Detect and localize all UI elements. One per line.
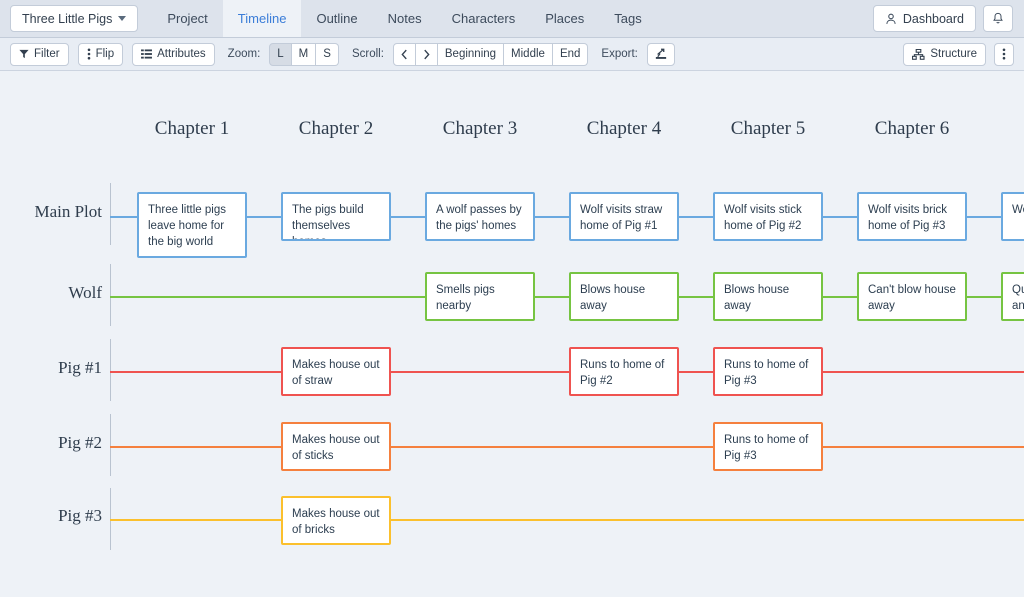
zoom-label: Zoom: xyxy=(227,48,261,60)
nav-item-places[interactable]: Places xyxy=(545,11,585,26)
timeline-card[interactable]: Blows house away xyxy=(713,272,823,321)
row-connector-line xyxy=(110,371,1024,373)
timeline-card[interactable]: Blows house away xyxy=(569,272,679,321)
timeline-card[interactable]: Makes house out of sticks xyxy=(281,422,391,471)
chapter-header[interactable]: Chapter 3 xyxy=(442,118,518,139)
timeline-card[interactable]: Wolf visits straw home of Pig #1 xyxy=(569,192,679,241)
timeline-card[interactable]: Runs to home of Pig #3 xyxy=(713,422,823,471)
attributes-label: Attributes xyxy=(157,48,206,60)
flip-label: Flip xyxy=(95,48,115,60)
zoom-option-s[interactable]: S xyxy=(316,42,339,66)
row-label[interactable]: Wolf xyxy=(68,283,102,302)
chapter-header[interactable]: Chapter 2 xyxy=(298,118,374,139)
project-name: Three Little Pigs xyxy=(22,11,113,26)
vertical-dots-icon xyxy=(87,48,91,60)
row-label[interactable]: Pig #3 xyxy=(58,506,102,525)
row-connector-line xyxy=(110,519,1024,521)
structure-label: Structure xyxy=(930,48,977,60)
scroll-end-button[interactable]: End xyxy=(552,42,589,66)
nav-item-characters[interactable]: Characters xyxy=(451,11,516,26)
notifications-button[interactable] xyxy=(983,5,1013,32)
row-tick xyxy=(110,183,111,245)
nav-item-timeline[interactable]: Timeline xyxy=(222,0,302,37)
nav-item-notes[interactable]: Notes xyxy=(387,11,422,26)
chapter-header[interactable]: C xyxy=(1001,118,1024,140)
row-label[interactable]: Pig #2 xyxy=(58,433,102,452)
row-label[interactable]: Pig #1 xyxy=(58,358,102,377)
nav-item-tags[interactable]: Tags xyxy=(614,11,642,26)
more-options-button[interactable] xyxy=(994,42,1014,66)
main-nav: Project Timeline Outline Notes Characters Pla… xyxy=(152,0,656,37)
scroll-beginning-button[interactable]: Beginning xyxy=(437,42,505,66)
timeline-card[interactable]: Can't blow house away xyxy=(857,272,967,321)
chevron-down-icon xyxy=(118,16,127,21)
timeline-card[interactable]: The pigs build themselves homes xyxy=(281,192,391,241)
zoom-option-l[interactable]: L xyxy=(269,42,292,66)
nav-item-project[interactable]: Project xyxy=(167,11,208,26)
chevron-left-icon xyxy=(401,49,408,60)
app-header: Three Little Pigs Project Timeline Outline… xyxy=(0,0,1024,38)
chapter-header[interactable]: Chapter 1 xyxy=(154,118,230,139)
nav-item-outline[interactable]: Outline xyxy=(316,11,358,26)
timeline-card[interactable]: Makes house out of bricks xyxy=(281,496,391,545)
scroll-middle-button[interactable]: Middle xyxy=(504,42,553,66)
attributes-button[interactable]: Attributes xyxy=(132,42,215,66)
list-icon xyxy=(141,49,153,59)
filter-label: Filter xyxy=(34,48,60,60)
export-icon xyxy=(655,48,667,60)
chapter-header[interactable]: Chapter 5 xyxy=(730,118,806,139)
timeline-card[interactable]: Wolf visits stick home of Pig #2 xyxy=(713,192,823,241)
timeline-card[interactable]: Runs to home of Pig #3 xyxy=(713,347,823,396)
header-actions: Dashboard xyxy=(872,0,1024,37)
chapter-header[interactable]: Chapter 4 xyxy=(586,118,662,139)
chevron-right-icon xyxy=(423,49,430,60)
row-connector-line xyxy=(110,446,1024,448)
row-tick xyxy=(110,414,111,476)
project-selector[interactable]: Three Little Pigs xyxy=(10,5,139,32)
row-connector-line xyxy=(110,296,1024,298)
scroll-prev-button[interactable] xyxy=(392,42,416,66)
dashboard-label: Dashboard xyxy=(902,11,964,26)
structure-icon xyxy=(912,48,925,60)
funnel-icon xyxy=(19,49,29,59)
timeline-card[interactable]: Smells pigs nearby xyxy=(425,272,535,321)
filter-button[interactable]: Filter xyxy=(10,42,69,66)
export-button[interactable] xyxy=(646,42,675,66)
row-tick xyxy=(110,264,111,326)
scroll-next-button[interactable] xyxy=(415,42,438,66)
timeline-card[interactable]: Quiets down angrily xyxy=(1001,272,1024,321)
chapter-header[interactable]: Chapter 6 xyxy=(874,118,950,139)
timeline-card[interactable]: Wolf visits brick home of Pig #3 xyxy=(857,192,967,241)
bell-icon xyxy=(992,12,1004,25)
person-icon xyxy=(885,13,897,25)
timeline-canvas[interactable]: Chapter 1 Chapter 2 Chapter 3 Chapter 4 Chap… xyxy=(0,71,1024,596)
timeline-card[interactable]: Wolf runs to roof xyxy=(1001,192,1024,241)
structure-button[interactable]: Structure xyxy=(903,42,986,66)
dashboard-button[interactable]: Dashboard xyxy=(872,5,976,32)
vertical-dots-icon xyxy=(1002,48,1006,60)
timeline-card[interactable]: A wolf passes by the pigs' homes xyxy=(425,192,535,241)
row-tick xyxy=(110,339,111,401)
timeline-card[interactable]: Three little pigs leave home for the big… xyxy=(137,192,247,258)
row-connector-line xyxy=(110,216,1024,218)
scroll-label: Scroll: xyxy=(351,48,384,60)
scroll-segmented-control: Beginning Middle End xyxy=(392,42,589,66)
timeline-card[interactable]: Makes house out of straw xyxy=(281,347,391,396)
toolbar-right-actions: Structure xyxy=(903,42,1014,66)
zoom-option-m[interactable]: M xyxy=(291,42,317,66)
timeline-card[interactable]: Runs to home of Pig #2 xyxy=(569,347,679,396)
row-label[interactable]: Main Plot xyxy=(34,202,102,221)
export-label: Export: xyxy=(601,48,638,60)
flip-button[interactable]: Flip xyxy=(77,42,124,66)
